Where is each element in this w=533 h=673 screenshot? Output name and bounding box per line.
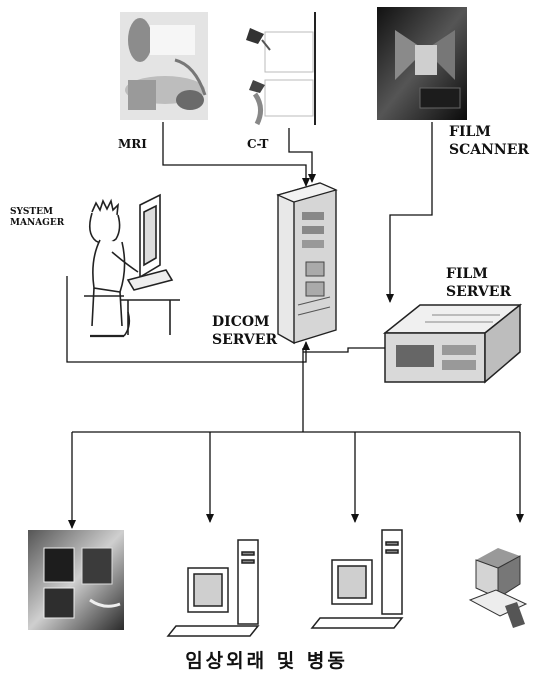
film-scanner-label: FILM SCANNER	[449, 124, 529, 159]
clinic-pc-2	[312, 530, 402, 628]
mri-scanner-image	[120, 12, 208, 120]
ward-station-image	[470, 548, 526, 628]
film-server-box	[385, 305, 520, 382]
ct-label: C-T	[247, 138, 268, 152]
ct-scanner-image	[246, 12, 315, 125]
system-manager-label: SYSTEM MANAGER	[10, 207, 64, 230]
caption-clinics-and-wards: 임상외래 및 병동	[0, 646, 533, 673]
dicom-server-tower	[278, 183, 336, 343]
clinic-pc-1	[168, 540, 258, 636]
film-server-label: FILM SERVER	[446, 266, 511, 301]
dicom-server-label: DICOM SERVER	[212, 314, 277, 349]
viewer-workstation-image	[28, 530, 124, 630]
mri-label: MRI	[118, 138, 147, 152]
system-manager-figure	[84, 195, 180, 336]
film-scanner-image	[377, 7, 467, 120]
